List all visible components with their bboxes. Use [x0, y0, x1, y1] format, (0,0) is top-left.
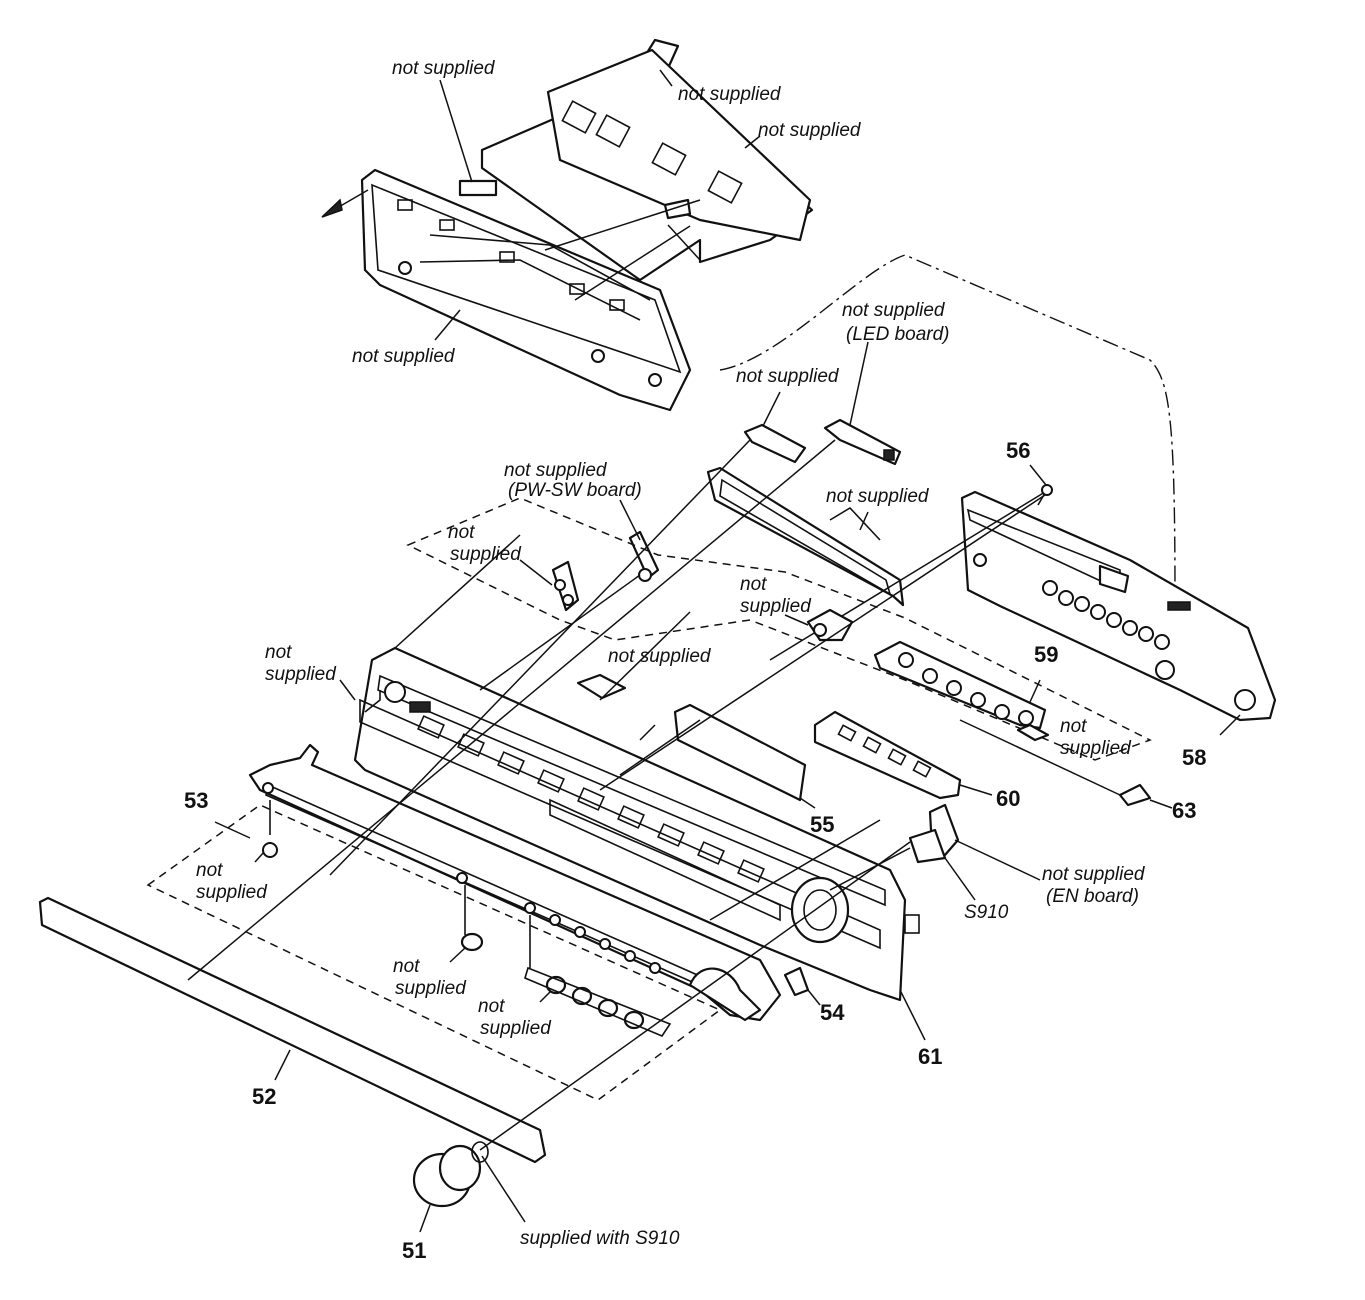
middle-switch — [784, 608, 854, 642]
label-ns-bottom-low-2: supplied — [480, 1018, 552, 1039]
part-number-59: 59 — [1034, 642, 1058, 667]
knob-51 — [412, 1141, 526, 1233]
label-ns-rear-frame: not supplied — [352, 346, 456, 367]
lever-part — [1016, 723, 1050, 742]
part-number-51: 51 — [402, 1238, 426, 1263]
label-ns-led-bracket: not supplied — [736, 366, 840, 387]
label-ns-window: not supplied — [826, 486, 930, 507]
label-ns-led-2: (LED board) — [846, 324, 950, 345]
label-ns-pwsw-1: not supplied — [504, 460, 608, 481]
small-label-plate — [458, 179, 498, 197]
label-ns-bottom-left-1: not — [196, 860, 223, 881]
label-supplied-with-s910: supplied with S910 — [520, 1228, 680, 1249]
bottom-switch-row — [524, 915, 672, 1037]
label-ns-top-left: not supplied — [392, 58, 496, 79]
button-strip-59 — [873, 640, 1047, 730]
bottom-switch-left — [254, 800, 278, 863]
dashed-group-lower — [146, 804, 722, 1101]
center-plate — [576, 673, 627, 700]
rear-frame — [321, 168, 692, 412]
label-ns-mid-2: supplied — [740, 596, 812, 617]
dashed-group-upper — [406, 497, 1152, 761]
lever-63 — [959, 719, 1173, 809]
power-switch-part — [519, 559, 580, 612]
button-holder-60 — [813, 710, 993, 800]
part-number-63: 63 — [1172, 798, 1196, 823]
label-ns-left-2: supplied — [450, 544, 522, 565]
part-number-56: 56 — [1006, 438, 1030, 463]
label-ns-bottom-mid-1: not — [393, 956, 420, 977]
front-plate-52 — [38, 896, 547, 1164]
label-ns-panel-2: supplied — [265, 664, 337, 685]
led-board — [823, 341, 902, 466]
bracket-55 — [673, 703, 816, 809]
label-ns-center: not supplied — [608, 646, 712, 667]
bottom-switch-mid — [449, 885, 484, 963]
screw-56 — [1029, 464, 1053, 506]
part-number-53: 53 — [184, 788, 208, 813]
display-window — [706, 466, 905, 607]
label-ns-bottom-mid-2: supplied — [395, 978, 467, 999]
top-shield-cover — [480, 38, 814, 282]
label-ns-bottom-left-2: supplied — [196, 882, 268, 903]
label-ns-led-1: not supplied — [842, 300, 946, 321]
front-panel-buttons — [417, 715, 765, 883]
rear-terminal-board — [769, 490, 1277, 736]
label-ns-pwsw-2: (PW-SW board) — [508, 480, 642, 501]
label-ns-right-btn-2: supplied — [1060, 738, 1132, 759]
label-ns-right-btn-1: not — [1060, 716, 1087, 737]
part-number-58: 58 — [1182, 745, 1206, 770]
label-ns-mid-1: not — [740, 574, 767, 595]
label-ns-en-2: (EN board) — [1046, 886, 1139, 907]
bottom-bracket — [248, 743, 821, 1022]
part-number-61: 61 — [918, 1044, 942, 1069]
label-ns-left-1: not — [448, 522, 475, 543]
pw-sw-board — [619, 499, 660, 582]
label-ns-top-cover: not supplied — [758, 120, 862, 141]
part-number-60: 60 — [996, 786, 1020, 811]
label-s910: S910 — [964, 902, 1009, 923]
en-board — [829, 803, 1041, 901]
label-ns-en-1: not supplied — [1042, 864, 1146, 885]
label-ns-bottom-low-1: not — [478, 996, 505, 1017]
part-number-55: 55 — [810, 812, 834, 837]
label-ns-top-right: not supplied — [678, 84, 782, 105]
led-bracket — [743, 391, 807, 464]
part-number-54: 54 — [820, 1000, 845, 1025]
part-number-52: 52 — [252, 1084, 276, 1109]
label-ns-panel-1: not — [265, 642, 292, 663]
